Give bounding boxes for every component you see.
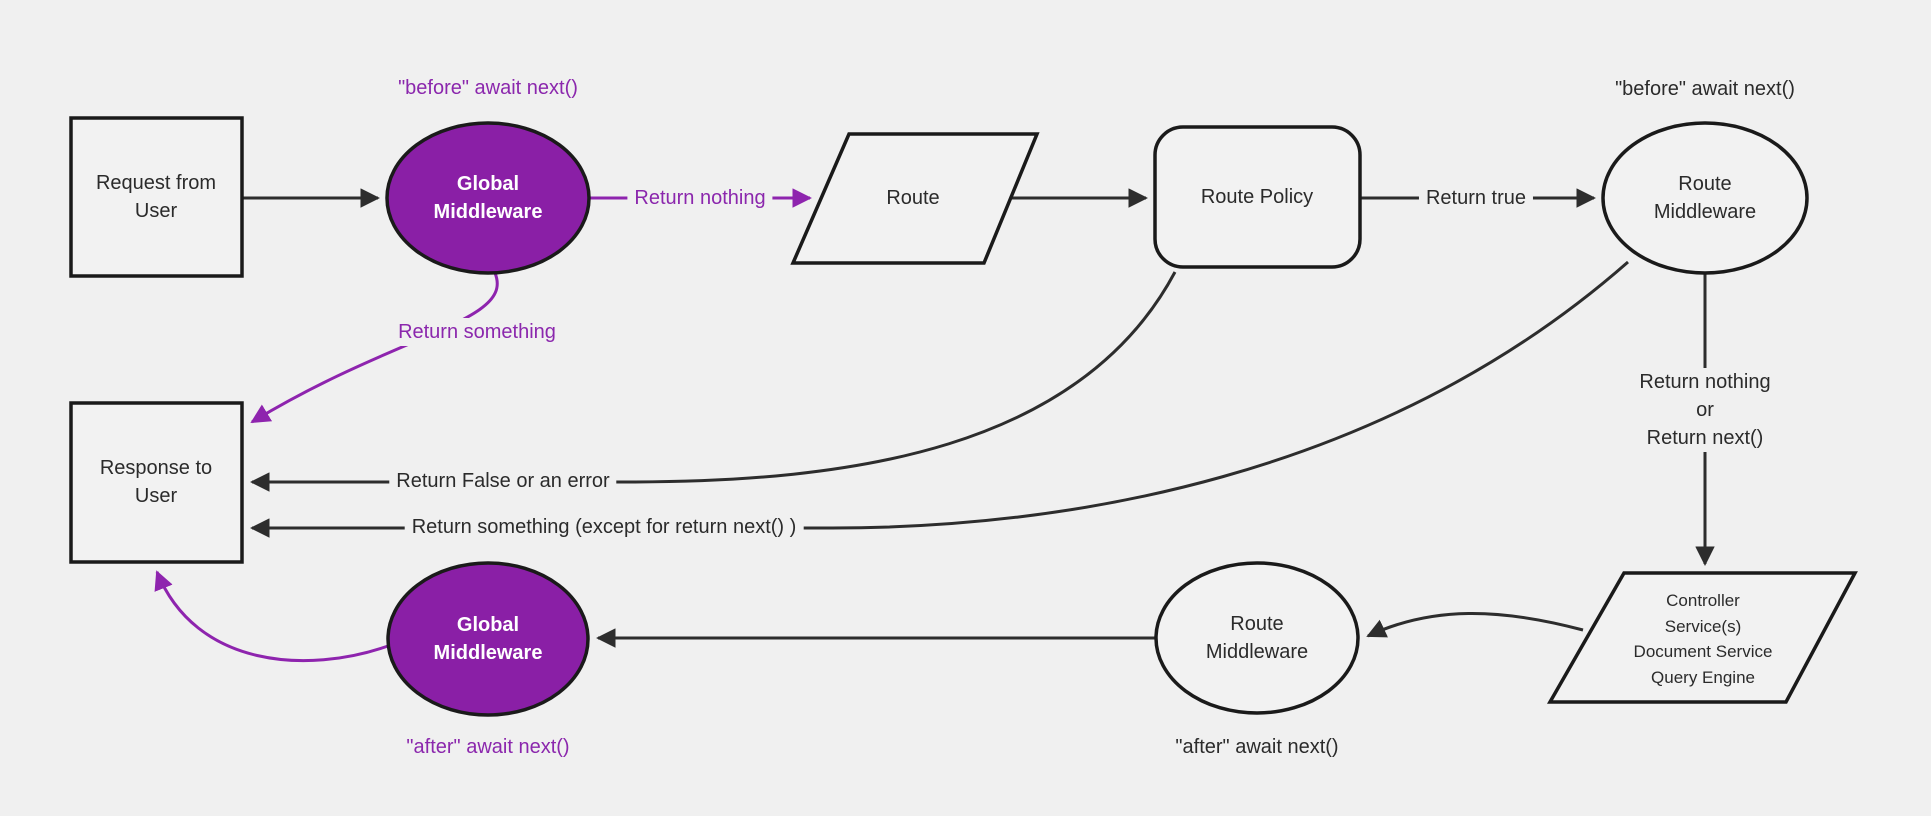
node-route-policy	[1153, 125, 1362, 269]
node-route-middleware-bottom	[1154, 561, 1360, 715]
node-response-to-user	[69, 401, 244, 564]
edge-global-bottom-to-response	[154, 570, 389, 663]
edge-global-return-something-to-response	[250, 272, 499, 424]
edge-controller-to-route-mw-bottom	[1366, 611, 1584, 638]
edge-route-mw-return-something-to-response	[250, 260, 1629, 538]
edge-policy-return-false-to-response	[250, 271, 1177, 492]
node-global-middleware-bottom	[386, 561, 590, 717]
node-route-middleware-top	[1601, 121, 1809, 275]
node-route	[790, 132, 1040, 265]
node-global-middleware-top	[385, 121, 591, 275]
node-controller-services	[1546, 571, 1858, 704]
node-request-from-user	[69, 116, 244, 278]
